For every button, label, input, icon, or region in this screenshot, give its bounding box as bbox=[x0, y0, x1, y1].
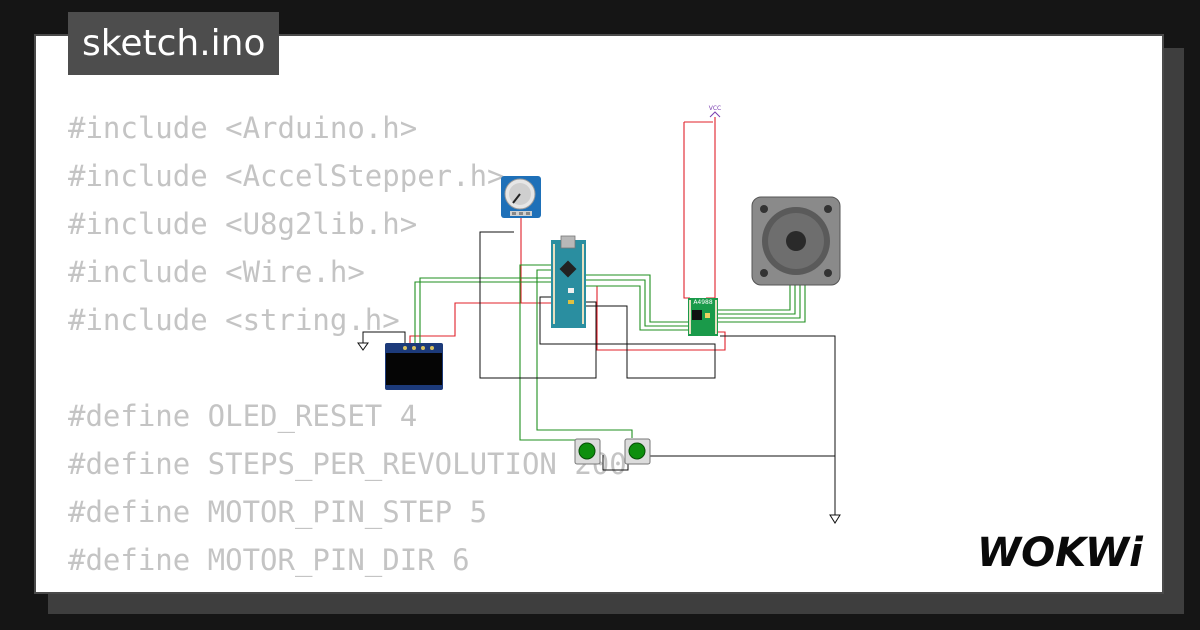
preview-card: #include <Arduino.h> #include <AccelStepp… bbox=[34, 34, 1164, 594]
ground-wires bbox=[362, 231, 836, 515]
signal-wires bbox=[414, 264, 806, 446]
ground-symbol bbox=[357, 342, 841, 524]
push-button-right bbox=[624, 438, 651, 465]
code-line: #include <string.h> bbox=[68, 303, 400, 337]
code-line: #include <Arduino.h> bbox=[68, 111, 418, 145]
a4988-driver: A4988 bbox=[688, 298, 718, 336]
code-line: #include <AccelStepper.h> bbox=[68, 159, 505, 193]
vcc-label: VCC bbox=[709, 105, 721, 112]
code-preview: #include <Arduino.h> #include <AccelStepp… bbox=[68, 104, 627, 592]
oled-display bbox=[385, 343, 443, 390]
wokwi-logo: WOKWi bbox=[977, 530, 1144, 576]
stepper-motor bbox=[751, 196, 841, 286]
code-line: #define OLED_RESET 4 bbox=[68, 399, 418, 433]
code-line: #include <Wire.h> bbox=[68, 255, 365, 289]
sketch-filename-tab: sketch.ino bbox=[68, 12, 280, 75]
vcc-symbol: VCC bbox=[709, 105, 721, 118]
code-line: #define LEFT_BUTTON_PIN 11 bbox=[68, 584, 627, 592]
arduino-nano bbox=[551, 235, 586, 328]
driver-label: A4988 bbox=[693, 299, 713, 306]
brand-name: WOKWi bbox=[977, 530, 1144, 576]
push-button-left bbox=[574, 438, 601, 465]
code-line: #define MOTOR_PIN_STEP 5 bbox=[68, 495, 488, 529]
code-line: #define MOTOR_PIN_DIR 6 bbox=[68, 543, 470, 577]
code-line: #define STEPS_PER_REVOLUTION 200 bbox=[68, 447, 627, 481]
code-line: #include <U8g2lib.h> bbox=[68, 207, 418, 241]
potentiometer bbox=[501, 176, 541, 218]
